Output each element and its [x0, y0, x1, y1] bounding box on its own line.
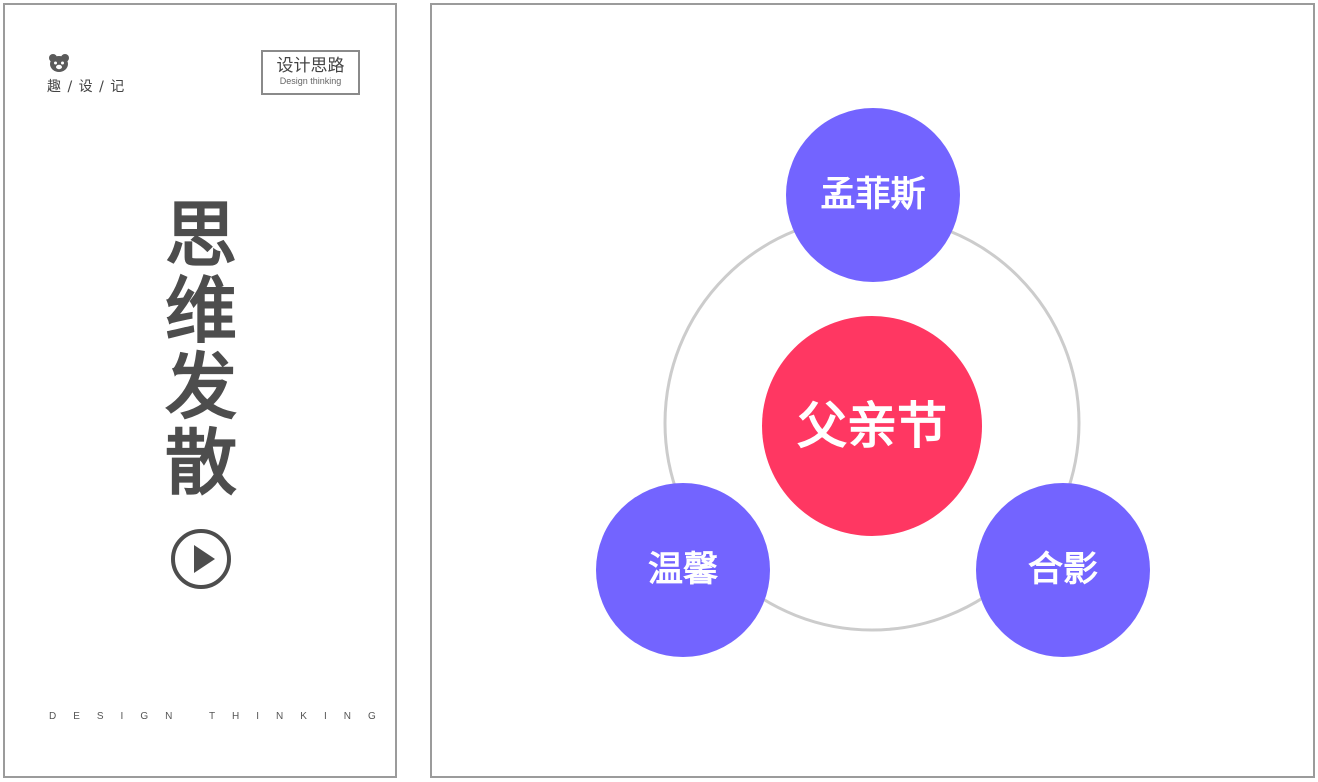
tag-title: 设计思路: [276, 56, 345, 76]
title-char: 思: [164, 193, 237, 277]
diagram-node: 合影: [976, 483, 1150, 657]
node-label: 合影: [1028, 550, 1098, 590]
left-panel: 趣 / 设 / 记 设计思路 Design thinking 思 维 发 散 D…: [3, 3, 397, 778]
node-label: 孟菲斯: [820, 175, 925, 215]
diagram-node: 孟菲斯: [786, 108, 960, 282]
center-node: 父亲节: [762, 316, 982, 536]
play-circle-icon[interactable]: [169, 527, 233, 591]
bear-icon: [49, 54, 69, 72]
node-circle: [786, 108, 960, 282]
diagram: 父亲节 孟菲斯 温馨 合影: [596, 108, 1150, 657]
right-panel: 父亲节 孟菲斯 温馨 合影: [430, 3, 1315, 778]
brand: 趣 / 设 / 记: [47, 53, 125, 96]
center-node-circle: [762, 316, 982, 536]
tag-subtitle: Design thinking: [279, 76, 342, 86]
title-char: 散: [164, 421, 237, 505]
brand-name: 趣 / 设 / 记: [47, 79, 126, 95]
node-circle: [976, 483, 1150, 657]
title-char: 维: [164, 269, 237, 353]
node-label: 温馨: [648, 550, 719, 590]
node-circle: [596, 483, 770, 657]
center-node-label: 父亲节: [797, 397, 947, 455]
vertical-title: 思 维 发 散: [145, 197, 257, 501]
diagram-node: 温馨: [596, 483, 770, 657]
title-char: 发: [164, 345, 237, 429]
design-thinking-tag: 设计思路 Design thinking: [261, 50, 360, 95]
footer-text: DESIGN THINKING: [49, 711, 393, 722]
